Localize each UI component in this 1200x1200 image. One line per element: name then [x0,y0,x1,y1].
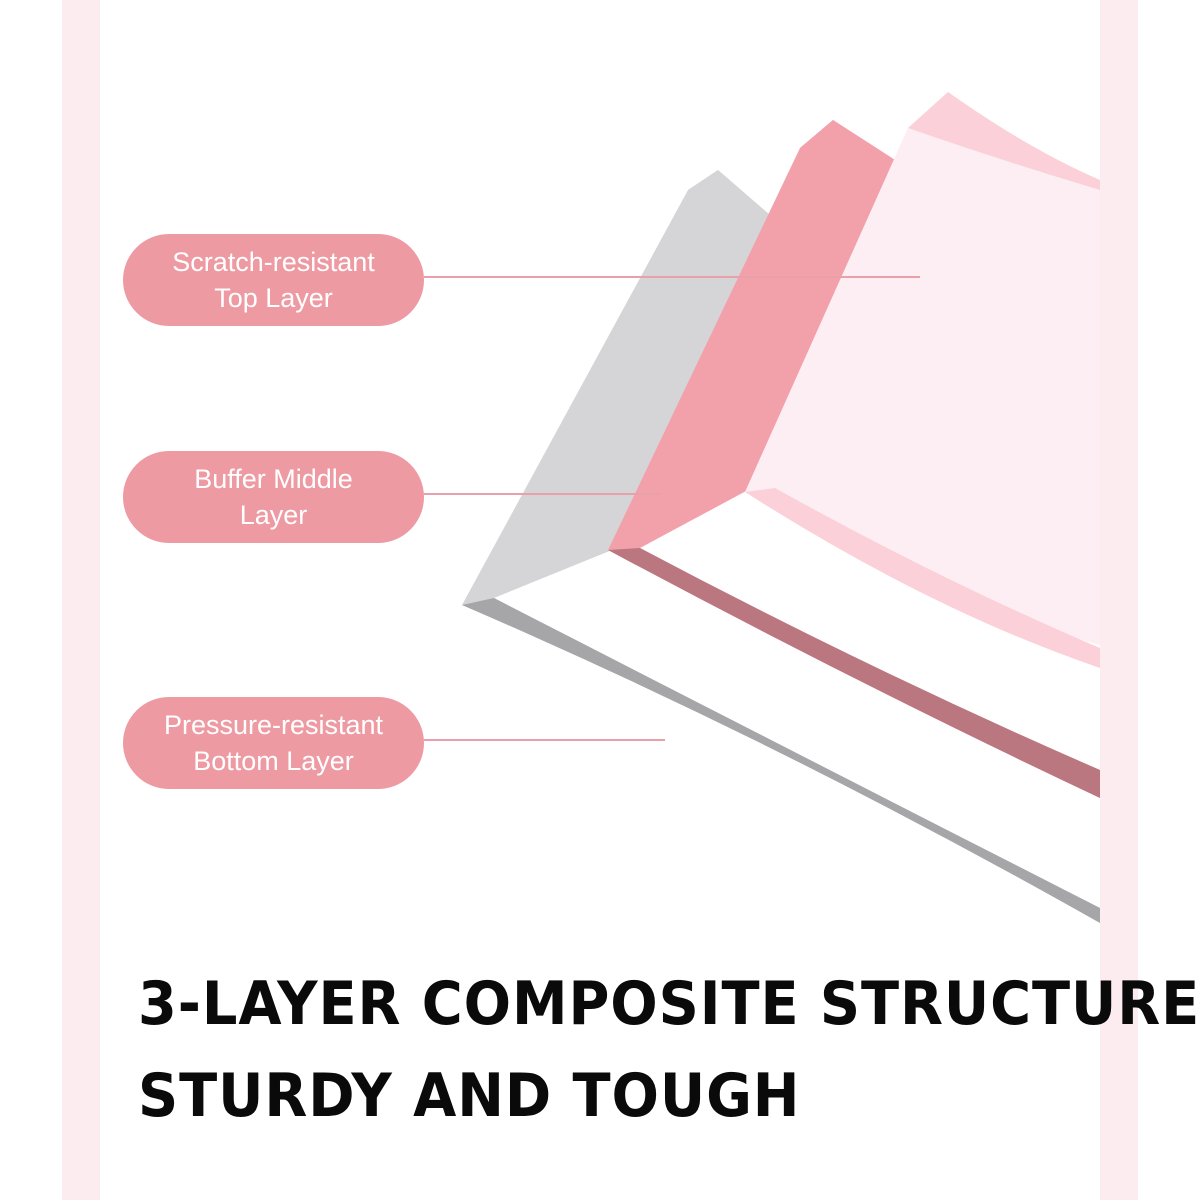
label-bottom-layer-line2: Bottom Layer [193,746,354,776]
headline-line2: STURDY AND TOUGH [138,1061,801,1131]
label-top-layer-line1: Scratch-resistant [172,247,375,277]
middle-layer [608,120,1100,798]
bottom-layer-top-bevel [688,170,770,232]
label-top-layer: Scratch-resistant Top Layer [123,234,424,326]
middle-layer-top-bevel [800,120,895,188]
top-layer [745,92,1100,668]
top-layer-edge [745,488,1100,668]
label-bottom-layer-line1: Pressure-resistant [163,710,384,740]
label-middle-layer: Buffer Middle Layer [123,451,424,543]
headline-line1: 3-LAYER COMPOSITE STRUCTURE [138,969,1200,1039]
label-middle-layer-line2: Layer [239,500,308,530]
label-top-layer-line2: Top Layer [214,283,333,313]
headline: 3-LAYER COMPOSITE STRUCTURE STURDY AND T… [138,958,1200,1142]
top-layer-face [745,92,1100,645]
left-side-strip [62,0,100,1200]
middle-layer-edge [608,548,1100,798]
label-middle-layer-line1: Buffer Middle [194,464,353,494]
bottom-layer [462,170,1100,923]
bottom-layer-edge [462,598,1100,923]
label-bottom-layer: Pressure-resistant Bottom Layer [123,697,424,789]
bottom-layer-face [462,170,1100,923]
right-side-strip [1100,0,1138,1200]
top-layer-top-bevel [908,92,1100,190]
